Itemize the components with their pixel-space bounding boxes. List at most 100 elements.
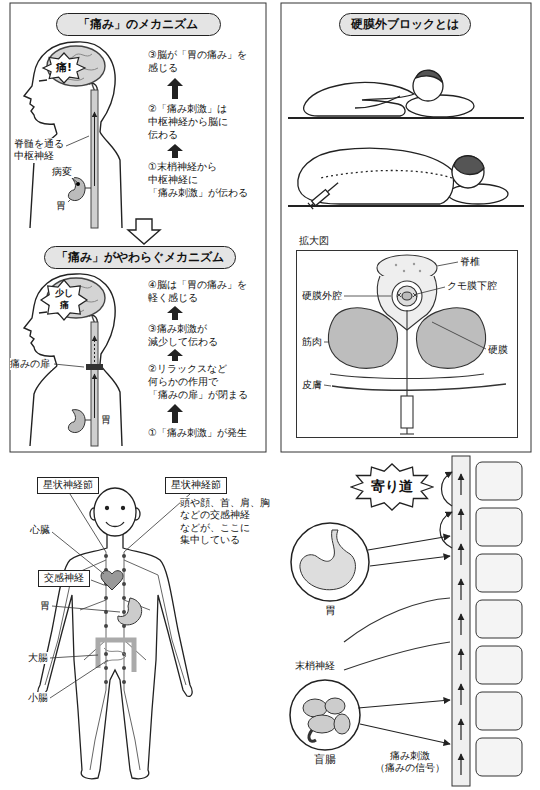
signal-arrow <box>440 512 452 548</box>
head-figure <box>24 42 115 134</box>
patient-figure <box>288 117 524 119</box>
organ <box>98 571 142 672</box>
title-pill: 「痛み」のメカニズム <box>56 13 221 36</box>
vertebra <box>476 692 522 730</box>
signal-arrow <box>94 336 95 362</box>
leader-line <box>52 532 104 574</box>
organ-circle-outline <box>291 523 369 601</box>
part-label: 心臓 <box>30 524 52 536</box>
leader-line <box>50 494 190 698</box>
human-body <box>106 522 124 527</box>
ganglion-box: 星状神経節 <box>165 477 227 494</box>
part-label: 痛みの扉 <box>10 358 52 370</box>
vertebra <box>476 508 522 546</box>
organ-circle-outline <box>290 680 360 750</box>
signal-arrow <box>358 700 450 708</box>
signal-arrow <box>460 509 461 530</box>
pain-mark: 痛! <box>55 61 74 75</box>
organ <box>104 648 126 664</box>
patient-figure <box>448 184 508 204</box>
spine-cross-section <box>400 433 414 434</box>
leader-line <box>432 322 486 349</box>
leader-line <box>324 385 331 386</box>
step-arrow <box>167 306 183 320</box>
peripheral-nerve <box>344 598 450 642</box>
leader-line <box>91 580 104 585</box>
step-text: ①末梢神経から 中枢神経に 「痛み刺激」が伝わる <box>148 160 250 199</box>
starburst: 寄り道 <box>350 463 434 511</box>
organ-circle-outline <box>290 522 370 602</box>
pain-starburst <box>41 280 87 320</box>
signal-arrow <box>460 474 461 495</box>
pain-starburst <box>43 53 85 83</box>
human-body <box>38 488 192 779</box>
body-outline <box>30 132 122 446</box>
patient-figure <box>312 190 330 206</box>
note-text: 頭や顔、首、肩、胸 などの交感神経 などが、ここに 集中している <box>180 497 272 546</box>
spine-cross-section <box>397 286 417 306</box>
step-text: ①「痛み刺激」が発生 <box>148 426 249 439</box>
step-text: ③痛み刺激が 減少して伝わる <box>148 322 220 348</box>
vertebra <box>476 646 522 684</box>
spine-cross-section <box>417 308 486 369</box>
pain-mark: 少し 痛 <box>54 288 74 311</box>
spinal-cord <box>91 90 98 228</box>
step-arrow <box>167 144 183 158</box>
leader-line <box>50 660 108 698</box>
stomach <box>68 178 91 433</box>
leader-line <box>70 494 106 552</box>
step-text: ④脳は「胃の痛み」を 軽く感じる <box>148 278 249 304</box>
body-outline <box>30 366 57 446</box>
spine-cross-section <box>395 264 397 266</box>
part-label: 皮膚 <box>302 379 324 391</box>
organ <box>101 571 123 590</box>
panel-frame <box>281 3 531 452</box>
organ-circle-text: 胃 <box>290 604 370 618</box>
organ <box>118 598 142 625</box>
step-arrow <box>167 404 183 423</box>
signal-arrow <box>358 472 461 775</box>
starburst-text: 寄り道 <box>371 478 413 496</box>
signal-arrow <box>460 649 461 670</box>
part-label: 筋肉 <box>302 336 324 348</box>
patient-figure <box>304 82 414 116</box>
leader-line <box>344 296 391 297</box>
title-pill: 硬膜外ブロックとは <box>339 13 471 36</box>
spine-cross-section <box>328 255 506 434</box>
step-text: ②「痛み刺激」は 中枢神経から脳に 伝わる <box>148 102 230 141</box>
signal-arrow <box>370 556 450 566</box>
panel-frame <box>10 3 266 452</box>
organ-circle: 胃 <box>290 522 370 620</box>
spine-cross-section <box>403 270 405 272</box>
signal-arrow <box>94 374 95 418</box>
vertebra <box>476 738 522 776</box>
part-label: 胃 <box>101 414 113 426</box>
spinal-cord <box>91 322 98 446</box>
nerve-box-text: 交感神経 <box>44 572 84 585</box>
stomach <box>85 420 91 421</box>
head-figure <box>24 42 115 366</box>
title-pill-text: 「痛み」がやわらぐメカニズム <box>56 250 224 264</box>
body-outline <box>100 364 122 446</box>
part-label: 硬膜外腔 <box>302 290 344 302</box>
signal-label: 痛み刺激 （痛みの信号） <box>374 750 446 775</box>
leader-line <box>52 606 120 612</box>
pain-gate <box>86 364 103 370</box>
leader-line <box>50 655 98 658</box>
spine-cross-section <box>402 292 412 300</box>
ganglion-box-text: 星状神経節 <box>43 479 93 492</box>
signal-arrow <box>460 754 461 775</box>
spine-cross-section <box>392 281 422 311</box>
patient-figure <box>327 183 338 192</box>
patient-figure <box>454 156 484 175</box>
patient-figure <box>320 171 452 179</box>
organ-circle: 盲腸 <box>289 679 361 769</box>
human-body <box>122 507 125 510</box>
section-arrow <box>128 219 160 244</box>
stomach <box>68 410 85 433</box>
signal-arrow <box>460 544 461 565</box>
cecum <box>303 699 327 717</box>
cecum <box>325 698 345 714</box>
